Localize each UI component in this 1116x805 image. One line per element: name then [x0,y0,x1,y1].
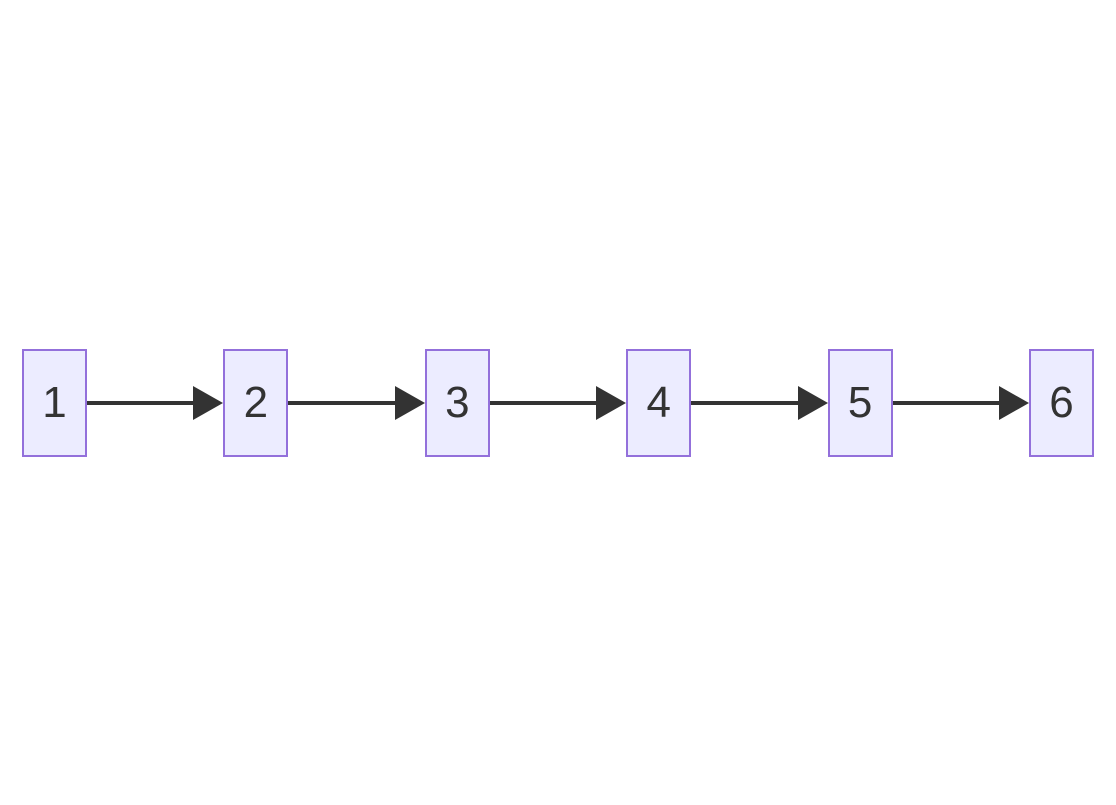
node-label: 4 [646,377,671,427]
node-n6: 6 [1029,348,1095,457]
node-label: 5 [847,377,873,427]
node-n3: 3 [424,348,490,457]
edge-n4-n5 [691,385,828,420]
edge-n2-n3 [288,385,425,420]
flow-diagram: 1 2 3 4 5 6 [0,348,1116,457]
arrowhead-icon [193,385,224,420]
arrow-shaft [87,400,194,405]
edge-n3-n4 [489,385,627,420]
node-n4: 4 [626,348,692,457]
arrow-shaft [892,400,1000,405]
node-n1: 1 [22,348,87,457]
node-n5: 5 [827,348,893,457]
arrow-shaft [489,400,597,405]
node-label: 6 [1049,377,1074,427]
edge-n5-n6 [892,385,1030,420]
node-label: 1 [42,377,67,427]
arrowhead-icon [596,385,627,420]
arrowhead-icon [999,385,1030,420]
edge-n1-n2 [87,385,224,420]
arrow-shaft [691,400,798,405]
arrow-shaft [288,400,395,405]
arrowhead-icon [394,385,425,420]
arrowhead-icon [797,385,828,420]
node-label: 3 [445,377,470,427]
node-label: 2 [243,377,269,427]
node-n2: 2 [223,348,289,457]
